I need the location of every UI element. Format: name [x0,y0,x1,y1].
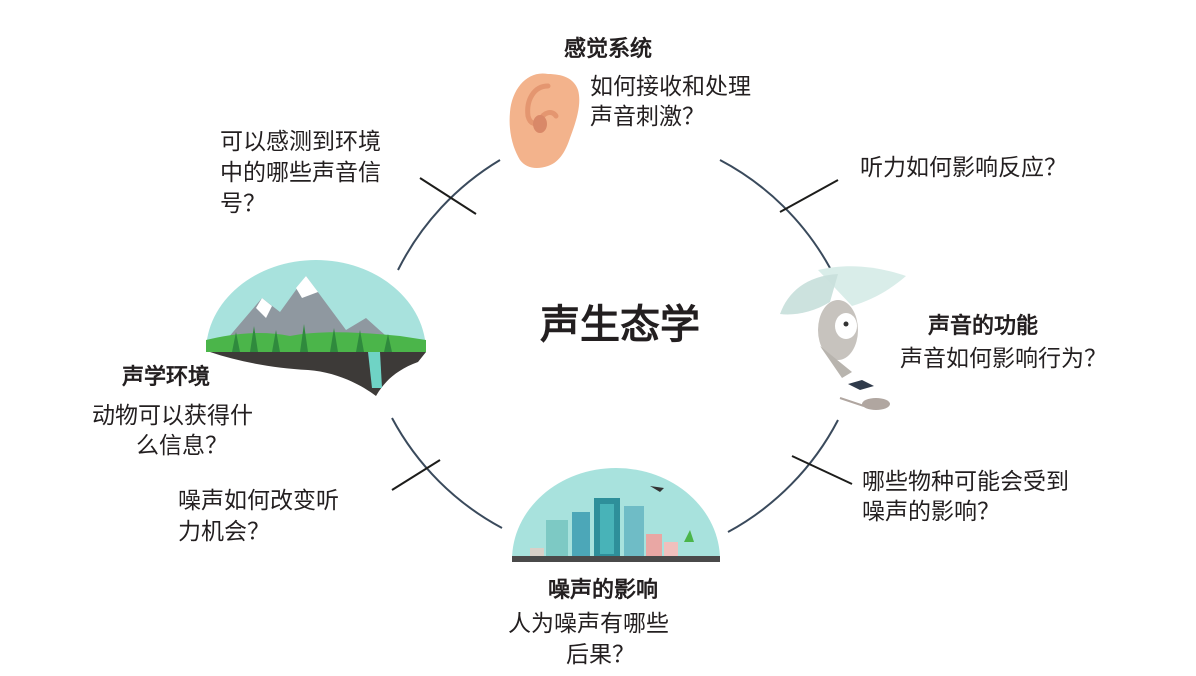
function-line-1: 声音如何影响行为？ [900,346,1107,372]
link-environment-sensory-line-3: 号？ [220,191,266,217]
link-sensory-function-text: 听力如何影响反应？ [860,155,1067,181]
link-function-noise-line-2: 噪声的影响？ [862,499,1000,525]
tick-function-noise [791,455,853,485]
center-title: 声生态学 [540,302,700,348]
link-ticks [391,177,853,491]
ear-icon [509,73,580,168]
environment-title: 声学环境 [122,365,211,390]
city-dome-icon [512,468,720,562]
environment-line-1: 动物可以获得什 [92,403,253,429]
sensory-title: 感觉系统 [564,37,653,62]
noise-line-1: 人为噪声有哪些 [508,611,669,637]
link-environment-sensory-line-2: 中的哪些声音信 [220,160,381,186]
link-environment-sensory-line-1: 可以感测到环境 [220,129,381,155]
tick-noise-environment [391,459,441,491]
arc-sensory-to-function [719,159,831,269]
link-function-noise-line-1: 哪些物种可能会受到 [862,469,1069,495]
cycle-circle [391,159,839,533]
arc-environment-to-sensory [397,159,501,271]
sensory-line-2: 声音刺激？ [590,104,705,130]
noise-line-2: 后果？ [566,642,635,668]
environment-line-2: 么信息？ [136,433,228,459]
link-noise-environment-line-2: 力机会？ [178,519,270,545]
owl-icon [780,266,906,410]
arc-noise-to-environment [391,417,503,529]
sensory-line-1: 如何接收和处理 [590,74,751,100]
tick-environment-sensory [419,177,477,215]
mountain-dome-icon [206,260,426,396]
arc-function-to-noise [727,419,839,533]
link-noise-environment-line-1: 噪声如何改变听 [178,488,339,514]
function-title: 声音的功能 [928,314,1039,339]
tick-sensory-function [779,179,839,213]
noise-title: 噪声的影响 [548,578,659,603]
